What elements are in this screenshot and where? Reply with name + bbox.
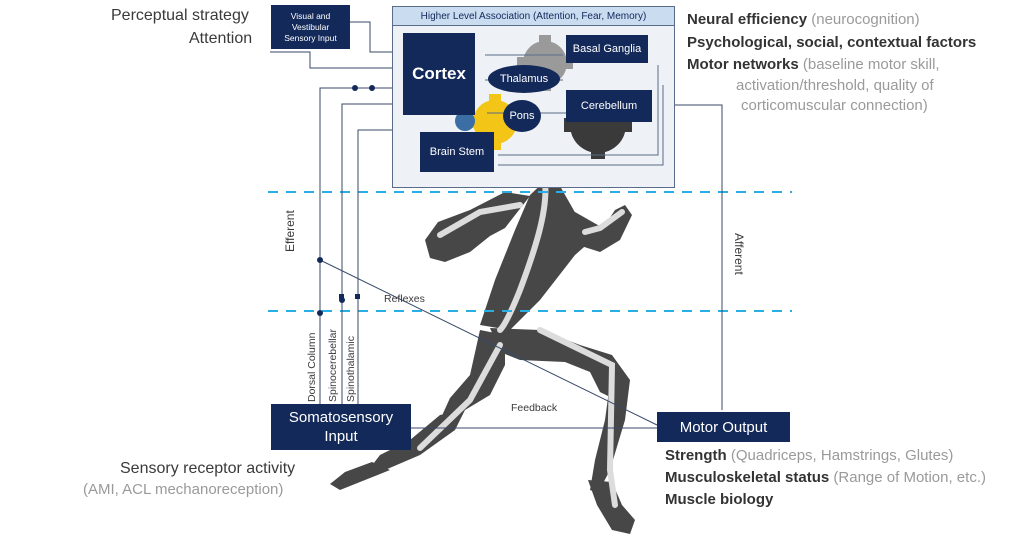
runner-front-foot	[588, 480, 635, 534]
attention-connector	[270, 51, 392, 69]
somatosensory-line1: Somatosensory	[288, 409, 394, 426]
runner-back-thigh	[440, 330, 505, 420]
cortex-gear	[455, 111, 475, 131]
neural-efficiency-line: Neural efficiency (neurocognition)	[687, 11, 920, 28]
pons-box: Pons	[503, 100, 541, 132]
musculoskeletal-bold: Musculoskeletal status	[665, 469, 830, 486]
junction-dots	[317, 85, 375, 316]
brain-stem-box: Brain Stem	[420, 132, 494, 172]
spinothalamic-line	[357, 129, 392, 405]
neural-efficiency-bold: Neural efficiency	[687, 11, 808, 28]
runner-back-foot	[330, 462, 390, 490]
cortex-box: Cortex	[403, 33, 475, 115]
motor-networks-detail1: (baseline motor skill,	[802, 56, 940, 73]
runner-figure	[330, 132, 635, 534]
basal-ganglia-box: Basal Ganglia	[566, 35, 648, 63]
musculoskeletal-line: Musculoskeletal status (Range of Motion,…	[665, 469, 986, 486]
musculoskeletal-detail: (Range of Motion, etc.)	[833, 469, 986, 486]
motor-networks-bold: Motor networks	[687, 56, 799, 73]
neural-efficiency-detail: (neurocognition)	[811, 11, 920, 28]
dorsal-column-label: Dorsal Column	[306, 332, 318, 402]
sensory-receptor-detail: (AMI, ACL mechanoreception)	[83, 481, 284, 498]
psychological-factors-label: Psychological, social, contextual factor…	[687, 34, 977, 51]
somatosensory-line2: Input	[324, 428, 358, 445]
spinocerebellar-line	[341, 103, 392, 313]
muscle-biology-label: Muscle biology	[665, 491, 774, 508]
thalamus-box: Thalamus	[488, 65, 560, 93]
runner-front-thigh	[490, 328, 630, 402]
motor-networks-line: Motor networks (baseline motor skill,	[687, 56, 940, 73]
afferent-line	[675, 104, 723, 410]
reflexes-label: Reflexes	[384, 293, 425, 305]
afferent-label: Afferent	[732, 233, 746, 275]
efferent-line	[319, 87, 392, 313]
spinothalamic-label: Spinothalamic	[345, 336, 357, 402]
higher-association-title: Higher Level Association (Attention, Fea…	[393, 7, 674, 26]
runner-skeleton	[417, 179, 625, 508]
sensory-receptor-label: Sensory receptor activity	[120, 460, 296, 477]
strength-detail: (Quadriceps, Hamstrings, Glutes)	[730, 447, 954, 464]
spinocerebellar-label: Spinocerebellar	[327, 329, 339, 402]
feedback-label: Feedback	[511, 402, 558, 414]
reflex-line	[319, 259, 658, 426]
visual-line1: Visual and	[290, 10, 331, 21]
strength-line: Strength (Quadriceps, Hamstrings, Glutes…	[665, 447, 953, 464]
visual-line3: Sensory Input	[284, 32, 337, 43]
strength-bold: Strength	[665, 447, 727, 464]
attention-label: Attention	[189, 30, 253, 47]
motor-networks-detail2: activation/threshold, quality of	[736, 77, 934, 94]
motor-networks-detail3: corticomuscular connection)	[741, 97, 928, 114]
perceptual-strategy-label: Perceptual strategy	[111, 7, 249, 24]
cerebellum-box: Cerebellum	[566, 90, 652, 122]
visual-vestibular-box: Visual and Vestibular Sensory Input	[271, 5, 350, 49]
brain-panel: Higher Level Association (Attention, Fea…	[392, 6, 675, 188]
runner-torso	[480, 178, 592, 330]
efferent-label: Efferent	[283, 210, 297, 252]
visual-connector	[350, 21, 392, 53]
pathway-lines	[270, 21, 723, 429]
visual-line2: Vestibular	[291, 21, 330, 32]
motor-output-box: Motor Output	[657, 412, 790, 442]
somatosensory-input-box: Somatosensory Input	[271, 404, 411, 450]
